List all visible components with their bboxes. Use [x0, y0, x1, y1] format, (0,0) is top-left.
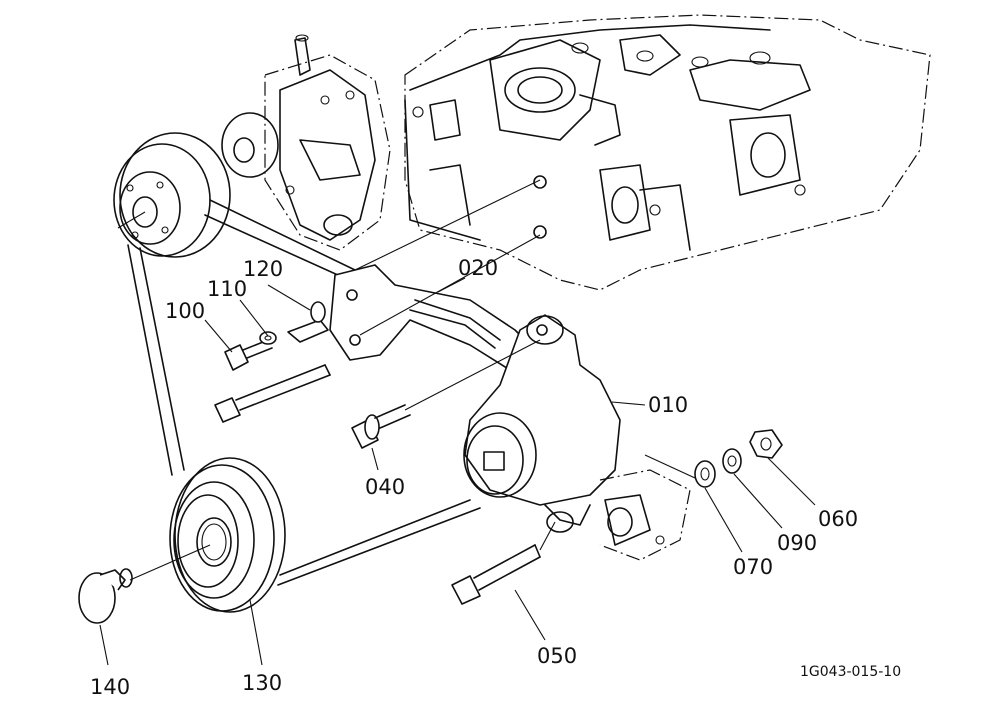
label-060: 060 [818, 507, 858, 531]
label-120: 120 [243, 257, 283, 281]
long-bolt [214, 364, 331, 423]
label-070: 070 [733, 555, 773, 579]
water-pump-pulley [113, 132, 231, 258]
label-020: 020 [458, 256, 498, 280]
label-010: 010 [648, 393, 688, 417]
bolt-040 [351, 339, 541, 449]
washer-070 [694, 460, 716, 488]
axis-leader [644, 454, 696, 479]
bolt-050 [451, 521, 556, 605]
label-110: 110 [207, 277, 247, 301]
label-040: 040 [365, 475, 405, 499]
ring-120 [287, 301, 329, 343]
v-belt [127, 199, 481, 586]
bracket [329, 175, 547, 371]
engine-lug [599, 469, 691, 561]
label-100: 100 [165, 299, 205, 323]
washer-110 [259, 331, 277, 345]
nut-060 [749, 429, 783, 459]
washer-090 [722, 448, 742, 474]
bolt-100 [224, 339, 273, 371]
label-leaders [99, 277, 816, 666]
label-090: 090 [777, 531, 817, 555]
tension-pulley [169, 457, 286, 613]
water-pump [221, 34, 391, 251]
label-050: 050 [537, 644, 577, 668]
drawing-code: 1G043-015-10 [800, 664, 901, 680]
engine-block [404, 14, 931, 291]
label-140: 140 [90, 675, 130, 699]
auto-tensioner [463, 314, 621, 533]
bolt-140 [78, 544, 211, 624]
label-130: 130 [242, 671, 282, 695]
